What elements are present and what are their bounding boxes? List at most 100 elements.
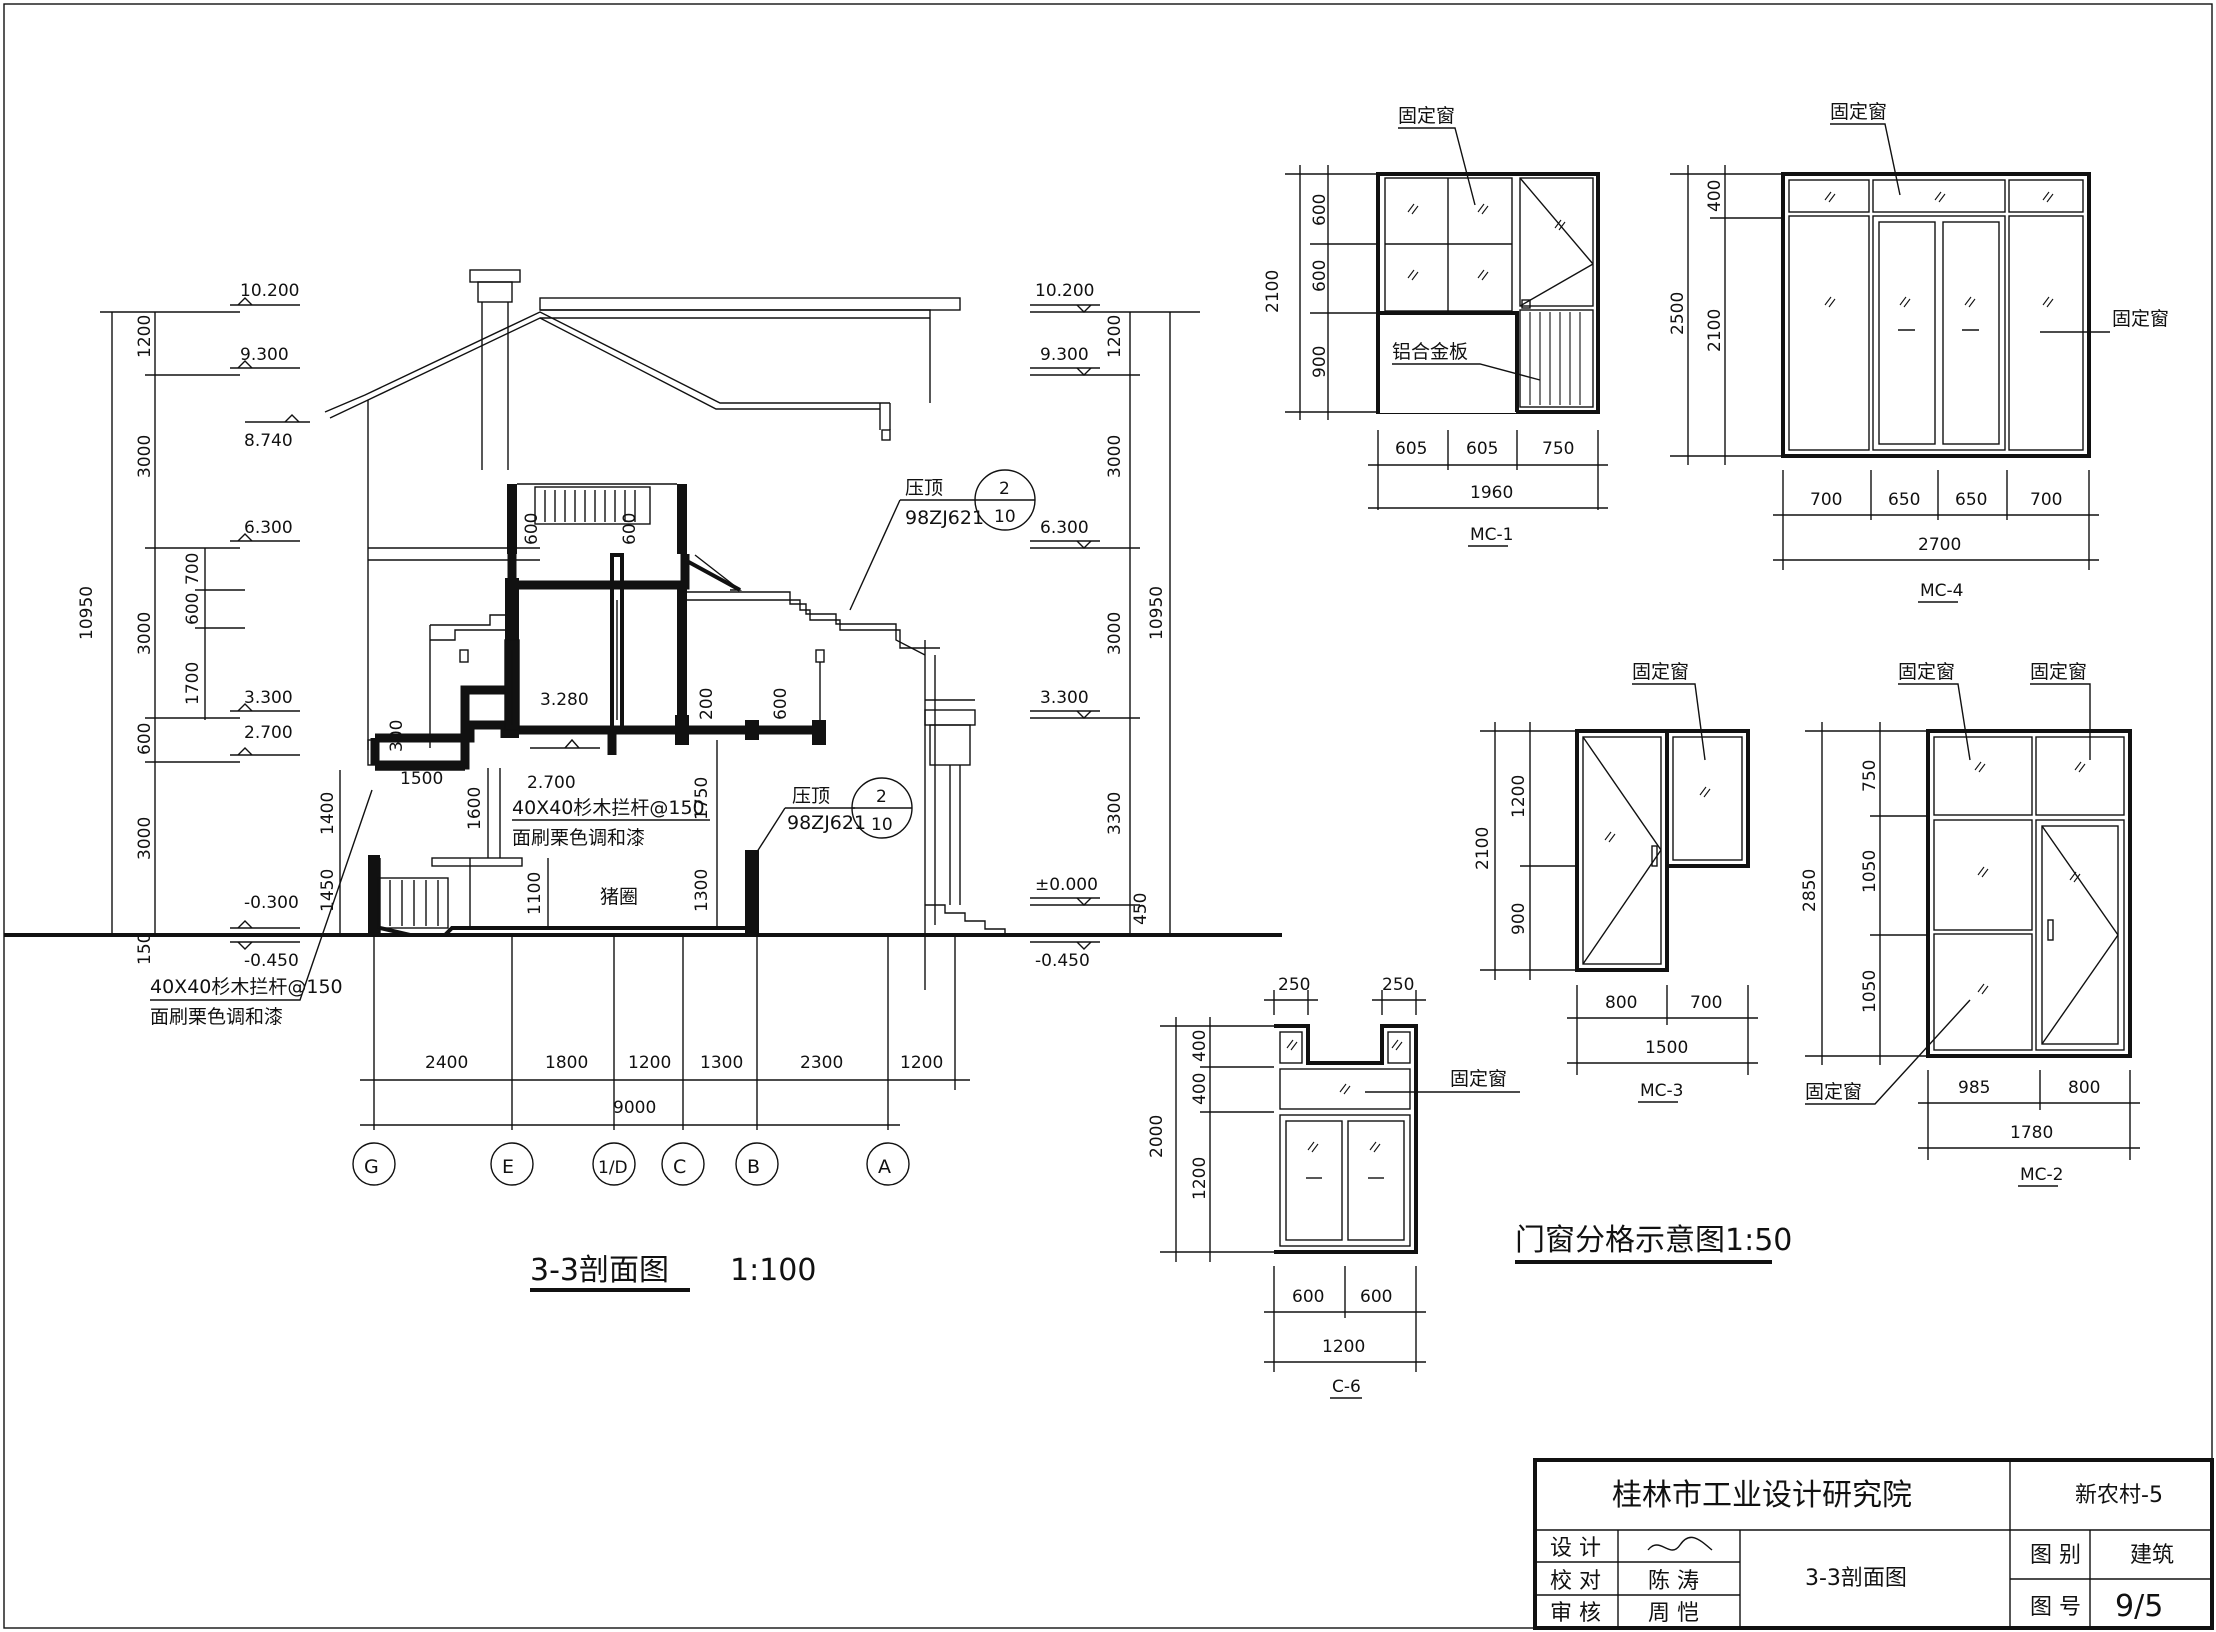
dim-right-3: 3000 (1105, 612, 1125, 655)
elev-left-10200: 10.200 (240, 281, 299, 301)
section-3-3: 10950 1200 3000 3000 600 3000 150 700 60… (4, 269, 1282, 1292)
mc1-fixed-label: 固定窗 (1398, 105, 1455, 127)
mc4-w-700b: 700 (2030, 490, 2062, 510)
mc4-w-700a: 700 (1810, 490, 1842, 510)
dim-bottom-1200b: 1200 (900, 1053, 943, 1073)
dim-right-4: 3300 (1105, 792, 1125, 835)
callout-detail-lower: 2 (876, 787, 887, 807)
note-railing-lower: 40X40杉木拦杆@150 (150, 976, 343, 998)
dim-bottom-2300: 2300 (800, 1053, 843, 1073)
mc3-name: MC-3 (1640, 1081, 1684, 1101)
mc1-w-605b: 605 (1466, 439, 1498, 459)
callout-coping-upper: 压顶 (905, 477, 943, 499)
mc1-h-600b: 600 (1310, 260, 1330, 292)
window-schedule-title: 门窗分格示意图1:50 (1515, 1223, 1792, 1258)
mc2-w-total: 1780 (2010, 1123, 2053, 1143)
elev-right-9300: 9.300 (1040, 345, 1089, 365)
elev-left-9300: 9.300 (240, 345, 289, 365)
tb-category-label: 图 别 (2030, 1543, 2081, 1568)
elev-right-10200: 10.200 (1035, 281, 1094, 301)
elev-left-3300: 3.300 (244, 688, 293, 708)
dim-right-1: 1200 (1105, 315, 1125, 358)
callout-sheet-upper: 10 (994, 507, 1016, 527)
c6-w-total: 1200 (1322, 1337, 1365, 1357)
elev-inner-marker (564, 738, 580, 749)
callout-sheet-lower: 10 (871, 815, 893, 835)
mc2-h-750: 750 (1860, 760, 1880, 792)
elev-left-m0300: -0.300 (244, 893, 299, 913)
sheet-border (3, 3, 2213, 1629)
c6-top-250b: 250 (1382, 975, 1414, 995)
mc4-w-650a: 650 (1888, 490, 1920, 510)
dim-left-1: 1200 (135, 315, 155, 358)
tb-drawing-name: 3-3剖面图 (1805, 1566, 1907, 1591)
tb-design-label: 设 计 (1550, 1536, 1601, 1561)
section-scale: 1:100 (730, 1253, 816, 1288)
c6-fixed-label: 固定窗 (1450, 1068, 1507, 1090)
mc1-w-total: 1960 (1470, 483, 1513, 503)
elev-right-6300: 6.300 (1040, 518, 1089, 538)
tb-number: 9/5 (2115, 1589, 2163, 1624)
mc3-h-900: 900 (1509, 903, 1529, 935)
elev-left-m0450: -0.450 (244, 951, 299, 971)
window-mc3: 固定窗 1200 900 2100 800 700 1500 MC-3 (1473, 661, 1758, 1103)
title-block: 桂林市工业设计研究院 新农村-5 设 计 校 对 审 核 陈 涛 周 恺 3-3… (1533, 1458, 2214, 1630)
mc1-w-605a: 605 (1395, 439, 1427, 459)
mc3-w-total: 1500 (1645, 1038, 1688, 1058)
elev-inner-3280: 3.280 (540, 690, 589, 710)
dim-right-total: 10950 (1147, 586, 1167, 640)
dim-left-5: 3000 (135, 817, 155, 860)
elev-inner-2700: 2.700 (527, 773, 576, 793)
callout-coping-lower: 压顶 (792, 785, 830, 807)
mc1-aluminum-label: 铝合金板 (1392, 341, 1468, 363)
window-mc4: 固定窗 固定窗 400 2100 2500 700 65 (1668, 101, 2169, 603)
mc4-fixed-label-top: 固定窗 (1830, 101, 1887, 123)
callout-ref-lower: 98ZJ621 (787, 812, 866, 834)
tb-checker: 陈 涛 (1648, 1569, 1699, 1594)
elev-right-3300: 3.300 (1040, 688, 1089, 708)
callout-detail-upper: 2 (999, 479, 1010, 499)
mc2-name: MC-2 (2020, 1165, 2064, 1185)
elev-left-6300: 6.300 (244, 518, 293, 538)
mc2-w-985: 985 (1958, 1078, 1990, 1098)
tb-designer-signature (1647, 1536, 1713, 1551)
mc2-fixed-label-a: 固定窗 (1898, 661, 1955, 683)
dim-inner-300: 300 (387, 720, 407, 752)
dim-inner-1750: 1750 (692, 777, 712, 820)
c6-h-1200: 1200 (1190, 1157, 1210, 1200)
mc2-w-800: 800 (2068, 1078, 2100, 1098)
dim-bottom-2400: 2400 (425, 1053, 468, 1073)
tb-number-label: 图 号 (2030, 1595, 2081, 1620)
building-section-geometry (324, 269, 1006, 990)
tb-project: 新农村-5 (2075, 1483, 2163, 1508)
tb-review-label: 审 核 (1550, 1601, 1601, 1626)
note-railing-upper: 40X40杉木拦杆@150 (512, 797, 705, 819)
window-schedule: 固定窗 铝合金板 600 600 900 2100 60 (1147, 101, 2169, 1399)
mc2-h-1050a: 1050 (1860, 850, 1880, 893)
mc3-h-1200: 1200 (1509, 775, 1529, 818)
mc3-fixed-label: 固定窗 (1632, 661, 1689, 683)
dim-bottom-total: 9000 (613, 1098, 656, 1118)
mc3-w-800: 800 (1605, 993, 1637, 1013)
dim-inner-1600: 1600 (465, 787, 485, 830)
mc2-fixed-label-c: 固定窗 (1805, 1081, 1862, 1103)
c6-h-400b: 400 (1190, 1073, 1210, 1105)
tb-check-label: 校 对 (1550, 1569, 1601, 1594)
c6-h-total: 2000 (1147, 1115, 1167, 1158)
elev-left-8740: 8.740 (244, 431, 293, 451)
dim-left-2: 3000 (135, 435, 155, 478)
glass-marks (1286, 191, 2086, 1153)
c6-name: C-6 (1332, 1377, 1361, 1397)
elev-left-2700: 2.700 (244, 723, 293, 743)
note-pig-pen: 猪圈 (600, 886, 638, 908)
dim-left-window-3: 1700 (183, 662, 203, 705)
c6-h-400a: 400 (1190, 1030, 1210, 1062)
window-c6: 固定窗 250 250 (1147, 975, 1520, 1399)
mc2-h-total: 2850 (1800, 869, 1820, 912)
dim-inner-1500: 1500 (400, 769, 443, 789)
mc4-w-650b: 650 (1955, 490, 1987, 510)
mc4-fixed-label-right: 固定窗 (2112, 308, 2169, 330)
callout-ref-upper: 98ZJ621 (905, 507, 984, 529)
dim-inner-600b: 600 (620, 513, 640, 545)
dim-inner-600a: 600 (522, 513, 542, 545)
